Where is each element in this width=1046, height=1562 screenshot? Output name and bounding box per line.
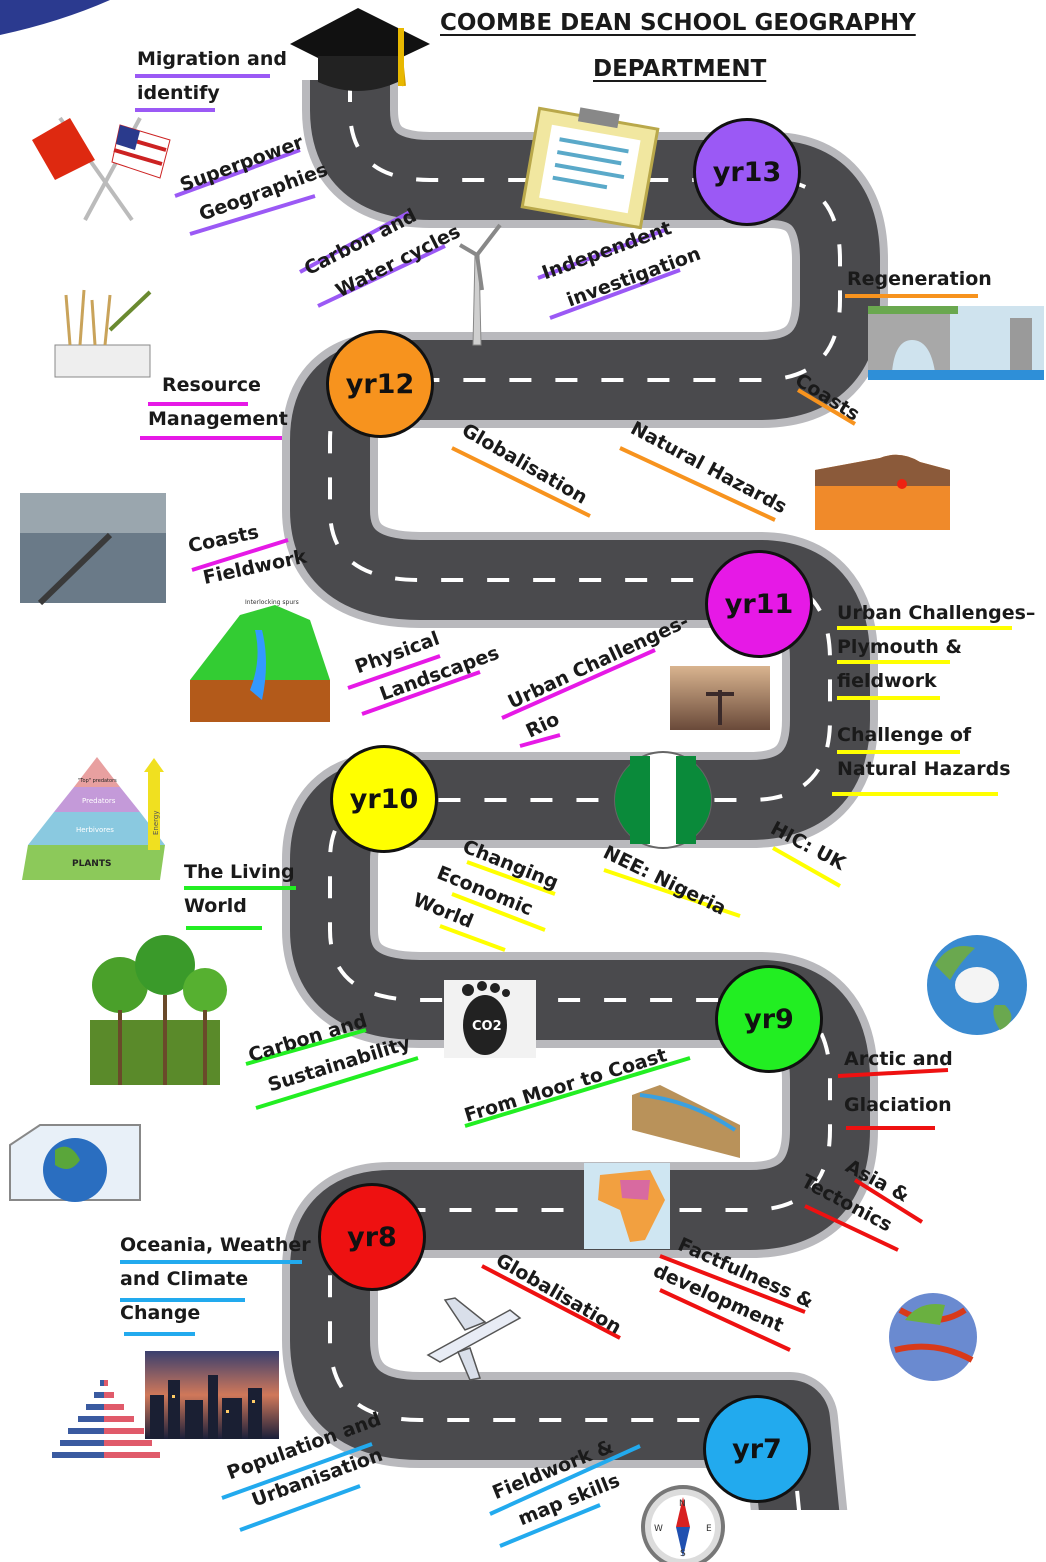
city-skyline-photo [145, 1351, 279, 1439]
milestone-yr11: yr11 [705, 550, 813, 658]
landscape-top-label: Interlocking spurs [245, 599, 299, 606]
compass-w: W [654, 1524, 663, 1534]
page-title-line2: DEPARTMENT [593, 56, 767, 82]
aeroplane-icon [426, 1297, 522, 1381]
pyramid-herbivores-label: Herbivores [76, 826, 114, 834]
milestone-yr10: yr10 [330, 745, 438, 853]
pyramid-plants-label: PLANTS [72, 859, 111, 869]
milestone-yr9: yr9 [715, 965, 823, 1073]
co2-footprint-icon: CO2 [444, 980, 536, 1058]
corner-swoosh [0, 0, 110, 35]
river-profile-diagram [632, 1085, 740, 1158]
energy-pyramid-diagram: "Top" predators Predators Herbivores PLA… [22, 757, 165, 880]
milestone-yr8: yr8 [318, 1183, 426, 1291]
compass-n: N [679, 1499, 686, 1509]
nigeria-flag-icon [614, 751, 712, 849]
topic-regeneration: Regeneration [847, 268, 992, 290]
milestone-yr7: yr7 [703, 1395, 811, 1503]
compass-e: E [706, 1524, 712, 1534]
pyramid-energy-label: Energy [152, 810, 160, 835]
groyne-beach-photo [20, 493, 166, 606]
pyramid-predators-label: Predators [82, 797, 116, 805]
coastal-arch-image [868, 306, 1044, 380]
topic-underlines [120, 74, 1012, 1548]
compass-icon: N S E W [641, 1485, 725, 1562]
topic-urban-plymouth: Urban Challenges–Plymouth &fieldwork [837, 602, 1036, 692]
graduation-cap-icon [290, 8, 430, 91]
valley-landscape-diagram: Interlocking spurs [190, 599, 330, 722]
co2-label: CO2 [472, 1019, 502, 1034]
wind-turbine-icon [458, 223, 502, 346]
tectonic-globe-icon [889, 1293, 977, 1381]
clipboard-icon [520, 106, 660, 230]
road [282, 62, 888, 1562]
population-pyramid-chart [52, 1380, 160, 1458]
crossed-flags-icon [32, 116, 171, 222]
pyramid-top-label: "Top" predators [78, 778, 117, 784]
tectonic-plate-image [815, 454, 950, 530]
milestone-yr12: yr12 [326, 330, 434, 438]
compass-s: S [680, 1549, 686, 1559]
rainforest-image [90, 935, 227, 1085]
arctic-globe-icon [927, 935, 1027, 1035]
milestone-yr13: yr13 [693, 118, 801, 226]
africa-map-image [584, 1163, 670, 1249]
crop-experiment-image [54, 289, 152, 378]
page-title: COOMBE DEAN SCHOOL GEOGRAPHY [440, 10, 916, 36]
greenhouse-globe-icon [9, 1124, 141, 1202]
rio-statue-photo [670, 666, 770, 730]
